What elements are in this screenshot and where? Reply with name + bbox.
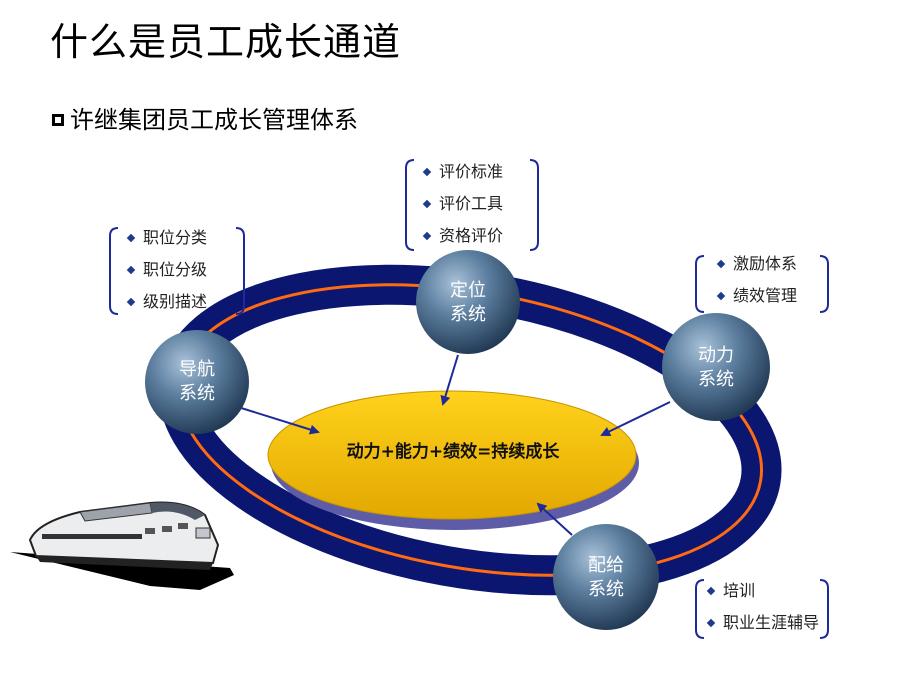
positioning-label-line2: 系统: [450, 304, 486, 325]
motivation-sphere: [662, 313, 770, 421]
diamond-bullet-icon: [706, 618, 716, 628]
navigation-label-line1: 导航: [179, 359, 215, 380]
positioning-list-brackets: [405, 159, 539, 251]
navigation-list: 职位分类 职位分级 级别描述: [126, 222, 207, 318]
diamond-bullet-icon: [706, 586, 716, 596]
subtitle: 许继集团员工成长管理体系: [52, 102, 358, 138]
arrow-motivation: [600, 401, 671, 437]
motivation-list-brackets: [695, 255, 829, 313]
list-item: 职业生涯辅导: [706, 607, 819, 639]
list-item: 评价标准: [422, 156, 503, 188]
positioning-list: 评价标准 评价工具 资格评价: [422, 156, 503, 252]
arrow-positioning: [440, 354, 459, 406]
list-item: 职位分级: [126, 254, 207, 286]
center-ellipse: [267, 390, 637, 520]
diamond-bullet-icon: [126, 297, 136, 307]
center-formula: 动力+能力+绩效=持续成长: [346, 442, 560, 462]
navigation-sphere: [145, 330, 249, 434]
arrow-allocation: [536, 502, 573, 536]
allocation-label-line2: 系统: [588, 579, 624, 600]
diamond-bullet-icon: [422, 199, 432, 209]
list-item: 资格评价: [422, 220, 503, 252]
arrow-navigation: [237, 406, 320, 435]
navigation-node-label: 导航 系统: [142, 358, 252, 406]
motivation-label-line2: 系统: [698, 369, 734, 390]
allocation-sphere: [553, 524, 659, 630]
list-item: 培训: [706, 575, 819, 607]
motivation-label-line1: 动力: [698, 345, 734, 366]
list-item: 激励体系: [716, 248, 797, 280]
list-item: 级别描述: [126, 286, 207, 318]
positioning-node-label: 定位 系统: [413, 279, 523, 327]
diamond-bullet-icon: [716, 291, 726, 301]
navigation-list-brackets: [109, 227, 245, 315]
motivation-list: 激励体系 绩效管理: [716, 248, 797, 312]
page-title: 什么是员工成长通道: [50, 20, 402, 64]
diamond-bullet-icon: [126, 233, 136, 243]
diamond-bullet-icon: [422, 231, 432, 241]
list-item: 职位分类: [126, 222, 207, 254]
allocation-node-label: 配给 系统: [551, 554, 661, 602]
allocation-list: 培训 职业生涯辅导: [706, 575, 819, 639]
subtitle-text: 许继集团员工成长管理体系: [70, 106, 358, 134]
positioning-label-line1: 定位: [450, 280, 486, 301]
diamond-bullet-icon: [422, 167, 432, 177]
navigation-label-line2: 系统: [179, 383, 215, 404]
allocation-label-line1: 配给: [588, 555, 624, 576]
diamond-bullet-icon: [126, 265, 136, 275]
train-illustration: [10, 501, 234, 590]
list-item: 评价工具: [422, 188, 503, 220]
list-item: 绩效管理: [716, 280, 797, 312]
diamond-bullet-icon: [716, 259, 726, 269]
motivation-node-label: 动力 系统: [661, 344, 771, 392]
square-bullet-icon: [52, 114, 64, 126]
positioning-sphere: [416, 250, 520, 354]
allocation-list-brackets: [695, 579, 829, 639]
